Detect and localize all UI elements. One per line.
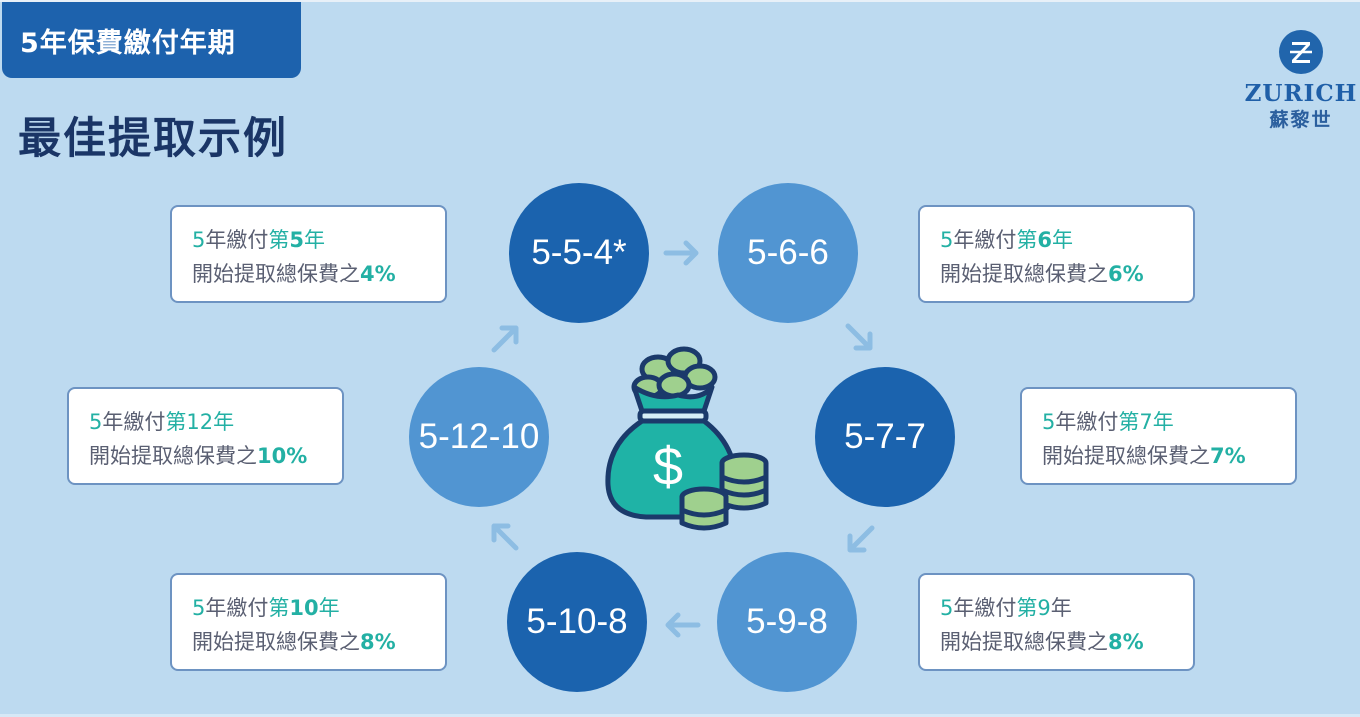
- arrow-down-right-icon: [845, 323, 873, 351]
- start-prefix: 第: [165, 410, 187, 434]
- pay-years: 5: [940, 228, 954, 252]
- node-label: 5-7-7: [844, 417, 926, 456]
- withdraw-percent: 7%: [1210, 444, 1246, 468]
- logo-chinese-name: 蘇黎世: [1269, 109, 1333, 131]
- plan-node-5-10-8: 5-10-8: [507, 552, 647, 692]
- withdraw-text: 開始提取總保費之: [940, 262, 1108, 286]
- plan-node-5-5-4: 5-5-4*: [509, 183, 649, 323]
- svg-text:$: $: [653, 437, 683, 497]
- plan-node-5-9-8: 5-9-8: [717, 552, 857, 692]
- node-label: 5-12-10: [418, 417, 540, 456]
- top-edge: [0, 0, 1360, 2]
- start-suffix: 年: [318, 596, 340, 620]
- start-prefix: 第: [268, 228, 290, 252]
- pay-text: 年繳付: [102, 410, 166, 434]
- start-prefix: 第: [1118, 410, 1140, 434]
- arrow-up-right-icon: [491, 325, 519, 353]
- withdrawal-card-5-7-7: 5年繳付第7年 開始提取總保費之7%: [1020, 387, 1297, 485]
- withdrawal-card-5-10-8: 5年繳付第10年 開始提取總保費之8%: [170, 573, 447, 671]
- start-prefix: 第: [1016, 228, 1038, 252]
- withdraw-text: 開始提取總保費之: [192, 630, 360, 654]
- pay-years: 5: [940, 596, 954, 620]
- start-suffix: 年: [213, 410, 235, 434]
- pay-text: 年繳付: [205, 596, 269, 620]
- withdrawal-card-5-12-10: 5年繳付第12年 開始提取總保費之10%: [67, 387, 344, 485]
- node-label: 5-10-8: [526, 602, 628, 641]
- arrow-down-left-icon: [847, 525, 875, 553]
- pay-text: 年繳付: [205, 228, 269, 252]
- withdrawal-card-5-6-6: 5年繳付第6年 開始提取總保費之6%: [918, 205, 1195, 303]
- withdraw-percent: 8%: [360, 630, 396, 654]
- withdrawal-card-5-5-4: 5年繳付第5年 開始提取總保費之4%: [170, 205, 447, 303]
- node-label: 5-5-4*: [531, 233, 627, 272]
- pay-years: 5: [192, 596, 206, 620]
- page-title: 最佳提取示例: [18, 114, 288, 164]
- start-suffix: 年: [1052, 228, 1073, 252]
- withdrawal-card-5-9-8: 5年繳付第9年 開始提取總保費之8%: [918, 573, 1195, 671]
- arrow-left-icon: [665, 612, 701, 638]
- pay-years: 5: [192, 228, 206, 252]
- pay-years: 5: [89, 410, 103, 434]
- start-year: 10: [289, 596, 319, 620]
- withdraw-percent: 4%: [360, 262, 396, 286]
- plan-node-5-7-7: 5-7-7: [815, 367, 955, 507]
- withdraw-text: 開始提取總保費之: [940, 630, 1108, 654]
- pay-years: 5: [1042, 410, 1056, 434]
- arrow-right-icon: [663, 240, 699, 266]
- withdraw-text: 開始提取總保費之: [1042, 444, 1210, 468]
- zurich-logo: ZURICH 蘇黎世: [1242, 30, 1360, 132]
- badge-text: 5年保費繳付年期: [20, 27, 236, 59]
- money-bag-with-coins-icon: $: [605, 346, 769, 531]
- start-year: 9: [1037, 596, 1051, 620]
- withdraw-text: 開始提取總保費之: [192, 262, 360, 286]
- start-year: 5: [289, 228, 304, 252]
- plan-node-5-6-6: 5-6-6: [718, 183, 858, 323]
- withdraw-text: 開始提取總保費之: [89, 444, 257, 468]
- start-prefix: 第: [268, 596, 290, 620]
- start-prefix: 第: [1016, 596, 1038, 620]
- withdraw-percent: 6%: [1108, 262, 1144, 286]
- withdraw-percent: 10%: [257, 444, 308, 468]
- start-year: 12: [186, 410, 214, 434]
- node-label: 5-9-8: [746, 602, 828, 641]
- plan-node-5-12-10: 5-12-10: [409, 367, 549, 507]
- pay-text: 年繳付: [953, 596, 1017, 620]
- zurich-z-icon: [1279, 30, 1323, 74]
- start-suffix: 年: [304, 228, 325, 252]
- withdraw-percent: 8%: [1108, 630, 1144, 654]
- pay-text: 年繳付: [1055, 410, 1119, 434]
- start-suffix: 年: [1152, 410, 1174, 434]
- pay-text: 年繳付: [953, 228, 1017, 252]
- start-year: 7: [1139, 410, 1153, 434]
- start-suffix: 年: [1050, 596, 1072, 620]
- bottom-edge: [0, 714, 1360, 717]
- node-label: 5-6-6: [747, 233, 829, 272]
- section-badge: 5年保費繳付年期: [2, 2, 301, 78]
- start-year: 6: [1037, 228, 1052, 252]
- arrow-up-left-icon: [491, 523, 519, 551]
- logo-name: ZURICH: [1244, 80, 1358, 107]
